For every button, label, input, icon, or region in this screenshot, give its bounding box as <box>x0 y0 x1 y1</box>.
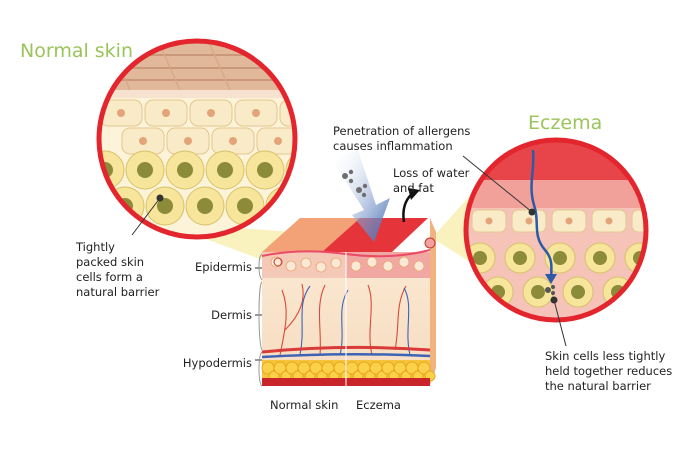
zoom-cone-eczema <box>432 190 475 262</box>
label-penetration: Penetration of allergens causes inflamma… <box>333 124 471 153</box>
label-loss: Loss of water and fat <box>393 166 470 195</box>
label-epidermis: Epidermis <box>194 260 252 274</box>
pointer-tightly <box>131 197 161 236</box>
pointer-penetration <box>462 155 533 213</box>
allergen-arrow <box>332 150 390 242</box>
normal-skin-zoom <box>96 38 298 240</box>
skin-block <box>261 218 436 386</box>
label-bottom-eczema: Eczema <box>356 398 401 412</box>
title-normal-skin: Normal skin <box>20 40 134 62</box>
title-eczema: Eczema <box>528 112 603 134</box>
label-bottom-normal: Normal skin <box>270 398 339 412</box>
label-hypodermis: Hypodermis <box>182 356 252 370</box>
block-right-face <box>430 218 436 385</box>
label-dermis: Dermis <box>211 308 252 322</box>
pointer-less-tightly <box>553 299 567 347</box>
label-tightly: Tightly packed skin cells form a natural… <box>76 240 160 299</box>
eczema-zoom <box>463 137 649 323</box>
allergen-particles <box>342 169 368 198</box>
allergen-path <box>530 149 553 279</box>
label-less-tightly: Skin cells less tightly held together re… <box>545 349 673 393</box>
top-face-normal <box>262 218 360 252</box>
